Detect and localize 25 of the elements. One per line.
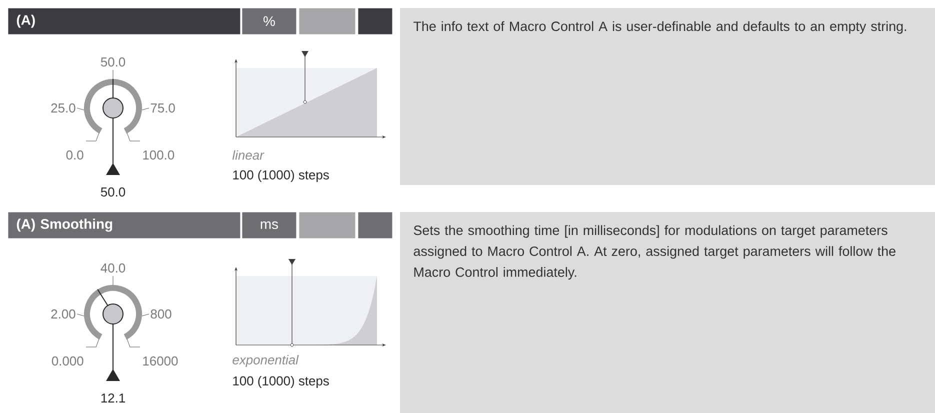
unit-box: % bbox=[242, 8, 296, 34]
scale-label: 16000 bbox=[143, 356, 178, 366]
header-bar: (A) bbox=[8, 8, 240, 34]
value-label: 50.0 bbox=[100, 187, 126, 197]
steps-label: 100 (1000) steps bbox=[233, 170, 329, 182]
value-label: 12.1 bbox=[101, 393, 125, 403]
unit-box: ms bbox=[242, 212, 296, 238]
empty-box bbox=[358, 8, 392, 34]
scale-label: 0.000 bbox=[52, 356, 84, 366]
curve-type-label: exponential bbox=[232, 354, 299, 368]
scale-label: 25.0 bbox=[51, 103, 76, 113]
empty-box bbox=[299, 212, 356, 238]
scale-label: 2.00 bbox=[51, 309, 76, 319]
scale-label: 800 bbox=[150, 309, 172, 319]
scale-label: 40.0 bbox=[100, 263, 126, 273]
scale-label: 100.0 bbox=[143, 150, 174, 160]
info-panel: Sets the smoothing time [in milliseconds] for modulations on target parameters assigned to Macro Control A. At zero, assigned target parameters will follow the Macro Control immediately. bbox=[400, 212, 935, 413]
empty-box bbox=[299, 8, 356, 34]
scale-label: 50.0 bbox=[100, 57, 126, 67]
empty-box bbox=[358, 212, 392, 238]
steps-label: 100 (1000) steps bbox=[233, 376, 329, 388]
info-panel: The info text of Macro Control A is user-definable and defaults to an empty string. bbox=[400, 8, 935, 185]
scale-label: 75.0 bbox=[150, 103, 175, 113]
curve-type-label: linear bbox=[232, 150, 264, 160]
scale-label: 0.0 bbox=[66, 150, 84, 160]
